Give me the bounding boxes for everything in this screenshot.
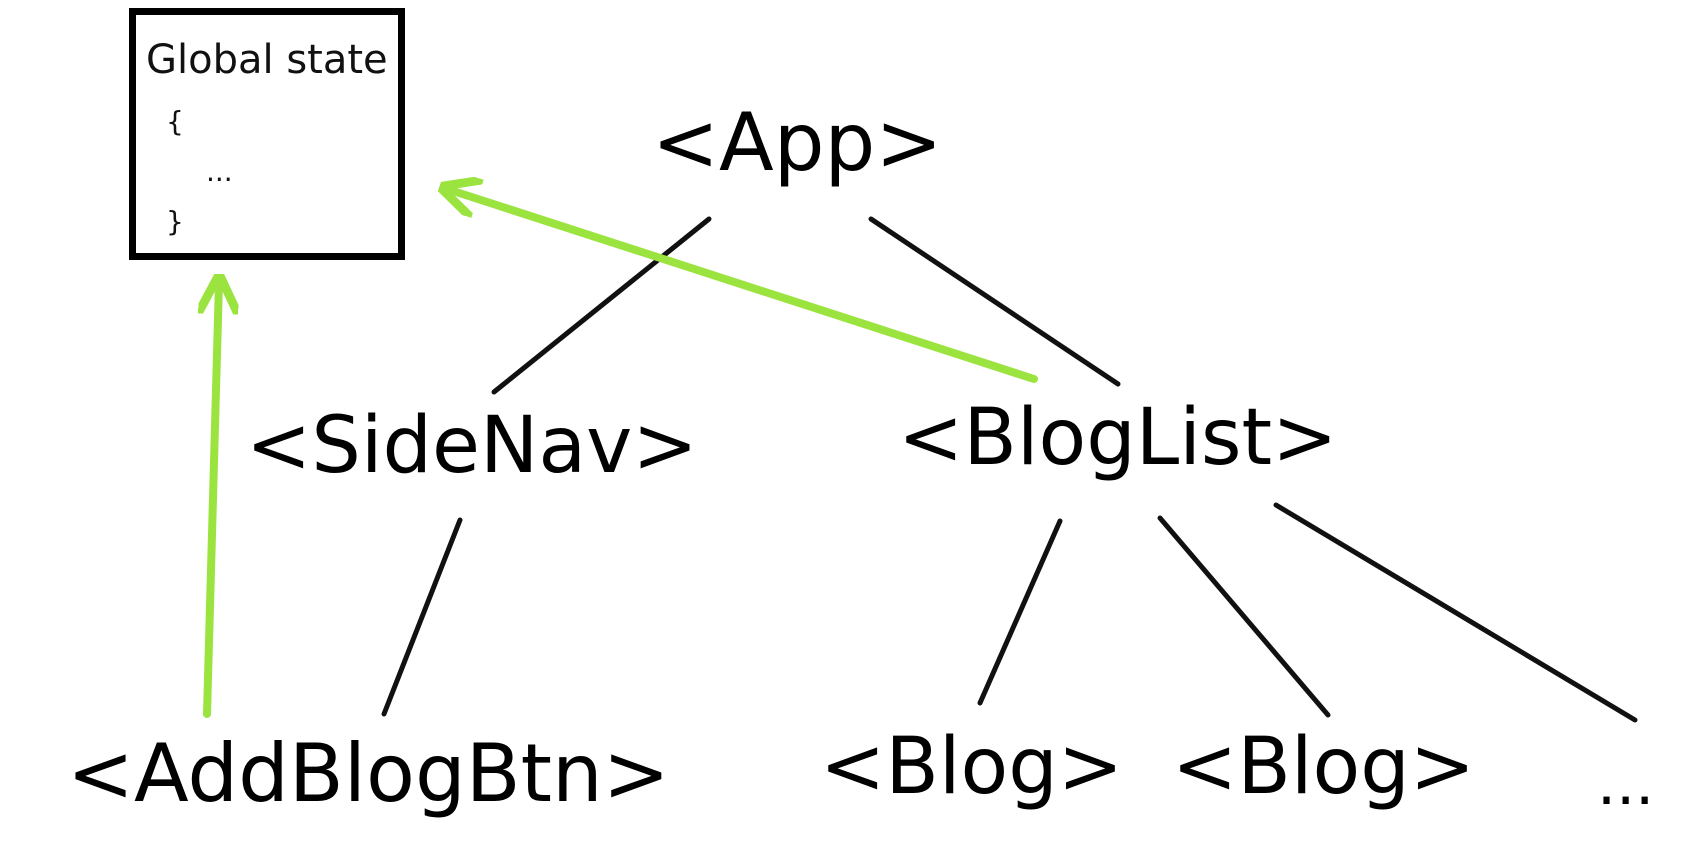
node-sidenav: <SideNav>: [246, 401, 698, 491]
node-app: <App>: [652, 96, 943, 189]
global-state-box: Global state { ... }: [129, 8, 405, 260]
edge-bloglist-blog-2: [1157, 515, 1331, 718]
node-addblogbtn: <AddBlogBtn>: [67, 727, 670, 820]
node-blog-1: <Blog>: [820, 722, 1124, 812]
edge-app-bloglist: [868, 216, 1121, 387]
node-more: ...: [1597, 749, 1655, 819]
edge-app-sidenav: [491, 216, 712, 395]
node-bloglist: <BlogList>: [898, 393, 1338, 483]
global-state-close-brace: }: [166, 205, 184, 238]
edge-bloglist-more: [1273, 502, 1638, 723]
global-state-ellipsis: ...: [206, 155, 233, 188]
arrow-addblogbtn-to-state: [207, 282, 219, 718]
edge-sidenav-addblogbtn: [381, 517, 463, 717]
arrow-bloglist-to-state: [447, 189, 1038, 383]
node-blog-2: <Blog>: [1172, 722, 1476, 812]
edge-bloglist-blog-1: [977, 518, 1063, 706]
global-state-open-brace: {: [166, 105, 184, 138]
global-state-title: Global state: [146, 37, 388, 83]
